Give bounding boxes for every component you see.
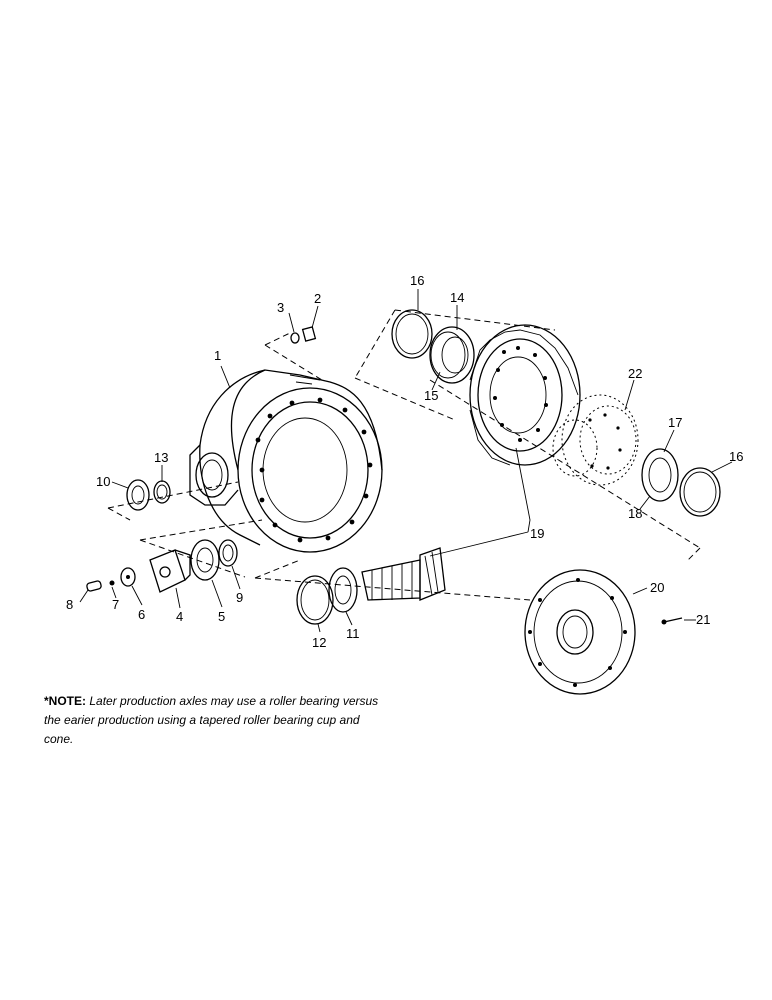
seal-13	[153, 480, 171, 504]
breather-fitting	[264, 326, 323, 381]
ring-gear	[469, 324, 581, 466]
bearing-10	[126, 479, 150, 511]
callout-19: 19	[530, 526, 544, 541]
callout-3: 3	[277, 300, 284, 315]
snap-ring-16-right	[679, 467, 721, 517]
callout-17: 17	[668, 415, 682, 430]
differential-housing	[189, 369, 383, 553]
callout-13: 13	[154, 450, 168, 465]
bearing-17	[641, 448, 679, 502]
callout-21: 21	[696, 612, 710, 627]
spacer-ring-12	[296, 575, 334, 625]
washer-6	[120, 567, 136, 587]
callout-20: 20	[650, 580, 664, 595]
leader-lines	[79, 289, 733, 633]
callout-5: 5	[218, 609, 225, 624]
bearing-11	[328, 567, 358, 613]
seal-9	[218, 539, 238, 567]
carrier-cover	[524, 569, 636, 695]
callout-2: 2	[314, 291, 321, 306]
callout-4: 4	[176, 609, 183, 624]
snap-ring-16-left	[391, 309, 433, 359]
callout-7: 7	[112, 597, 119, 612]
production-note: *NOTE: Later production axles may use a …	[44, 692, 389, 749]
callout-16b: 16	[729, 449, 743, 464]
yoke-4	[149, 549, 191, 593]
callout-10: 10	[96, 474, 110, 489]
callout-12: 12	[312, 635, 326, 650]
callout-9: 9	[236, 590, 243, 605]
callout-22: 22	[628, 366, 642, 381]
callout-15: 15	[424, 388, 438, 403]
note-label: *NOTE:	[44, 694, 86, 708]
callout-18: 18	[628, 506, 642, 521]
cover-bolt	[661, 617, 683, 625]
flange-5	[190, 539, 220, 581]
drive-pinion	[361, 547, 446, 601]
callout-1: 1	[214, 348, 221, 363]
callout-6: 6	[138, 607, 145, 622]
bolt-7	[109, 580, 115, 586]
note-text: Later production axles may use a roller …	[44, 694, 379, 746]
callout-14: 14	[450, 290, 464, 305]
differential-case	[552, 394, 639, 486]
bearing-cone-14	[429, 326, 475, 384]
plate-8	[86, 580, 102, 592]
callout-16a: 16	[410, 273, 424, 288]
callout-11: 11	[346, 626, 360, 641]
callout-8: 8	[66, 597, 73, 612]
